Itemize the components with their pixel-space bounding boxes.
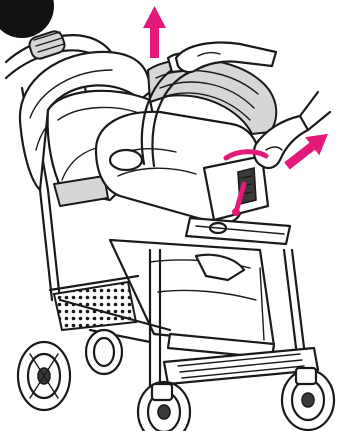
parent-tray <box>186 218 290 244</box>
lift-up-arrow <box>143 6 166 58</box>
stroller-lower-seat <box>110 240 274 358</box>
front-left-wheel <box>138 382 190 431</box>
front-right-wheel <box>282 368 334 430</box>
rear-right-wheel <box>86 330 122 374</box>
storage-basket <box>50 276 138 330</box>
rear-left-wheel <box>18 342 70 410</box>
step-badge <box>0 0 54 38</box>
